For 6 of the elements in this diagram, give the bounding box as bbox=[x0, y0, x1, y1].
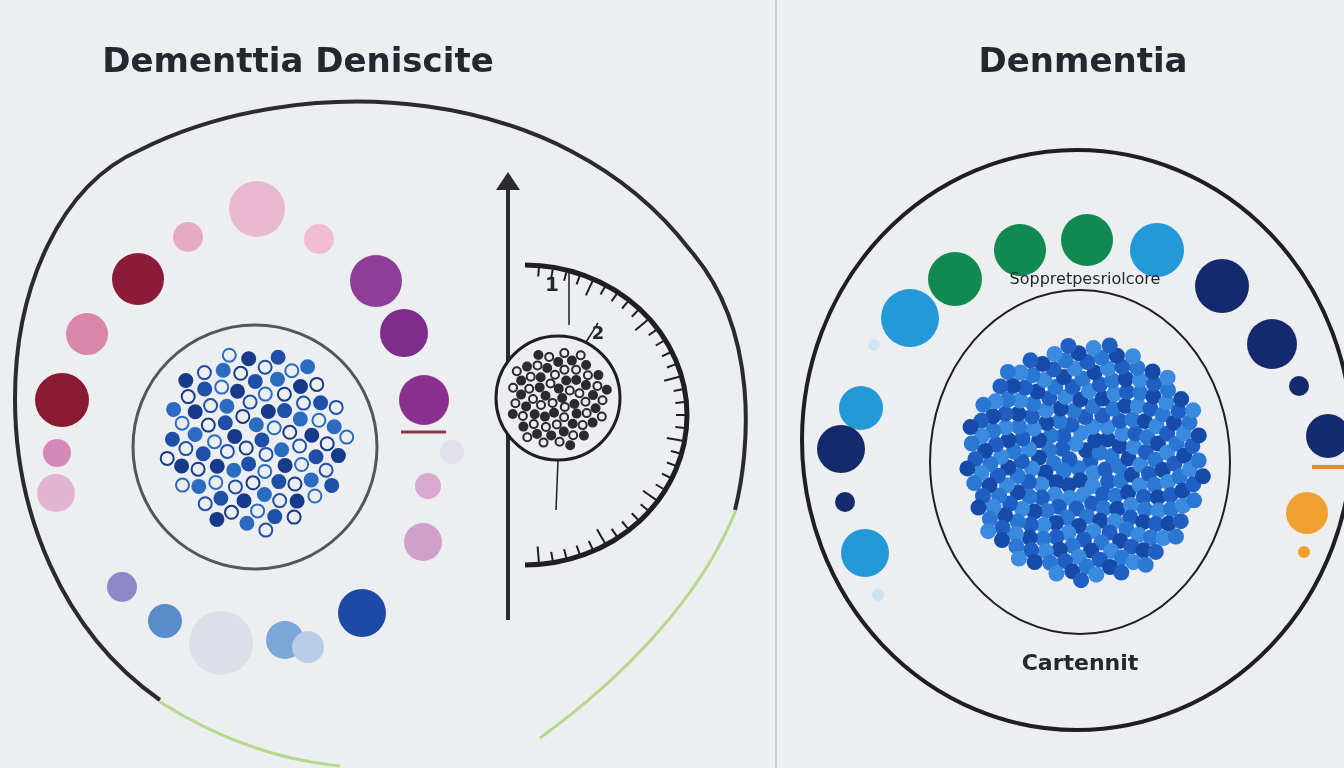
ring-label: Soppretpesriolcore bbox=[1009, 269, 1161, 288]
scale-number: 1 bbox=[545, 272, 559, 296]
circle-label: Cartennit bbox=[1021, 650, 1139, 675]
heading: Dementtia Deniscite bbox=[102, 40, 494, 80]
heading: Denmentia bbox=[978, 40, 1188, 80]
scale-number: 2 bbox=[591, 322, 605, 343]
